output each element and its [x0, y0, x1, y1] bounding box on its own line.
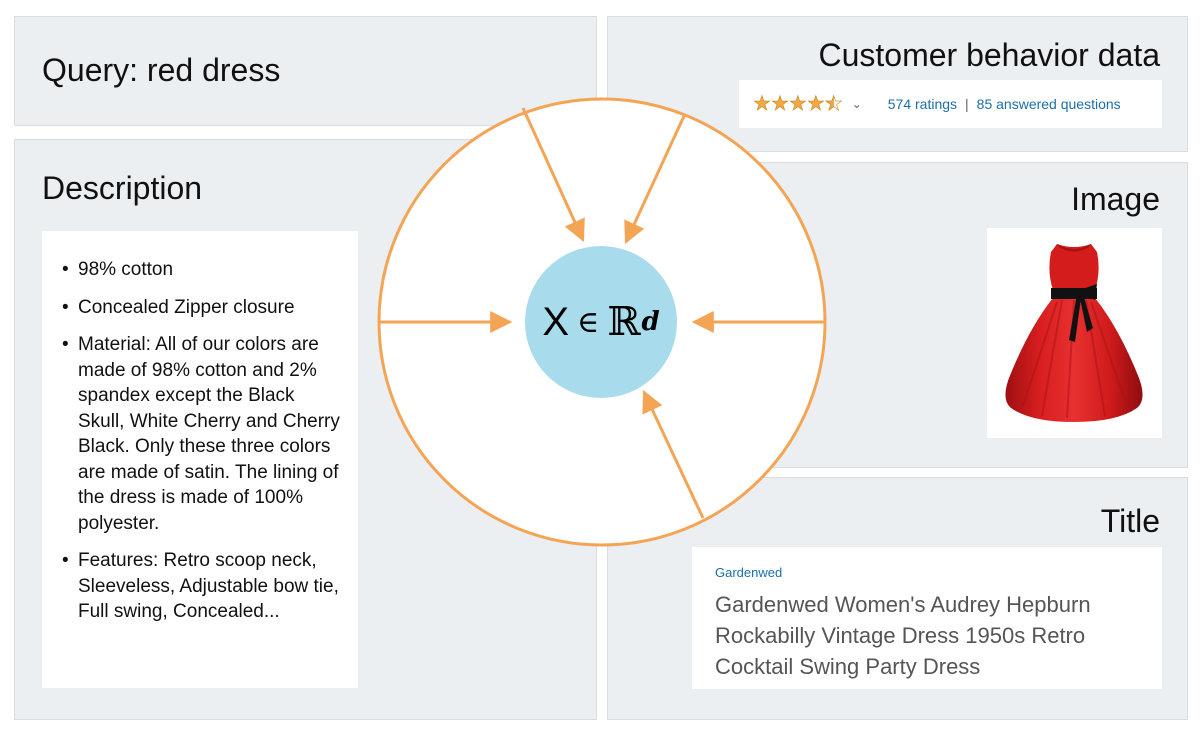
title-heading: Title	[1100, 503, 1160, 539]
query-title: Query: red dress	[42, 52, 281, 88]
arrow-title	[642, 390, 705, 519]
rating-box: ★ ★ ★ ★ ★★ ⌄ 574 ratings | 85 answered q…	[739, 80, 1162, 128]
query-panel: Query: red dress	[14, 16, 597, 126]
chevron-down-icon[interactable]: ⌄	[851, 97, 862, 111]
behavior-panel: Customer behavior data ★ ★ ★ ★ ★★ ⌄ 574 …	[607, 16, 1188, 152]
title-box: Gardenwed Gardenwed Women's Audrey Hepbu…	[692, 547, 1162, 689]
symbol-real: ℝ	[607, 299, 641, 345]
star-icon: ★	[806, 93, 826, 115]
description-item: Concealed Zipper closure	[62, 295, 340, 321]
brand-link[interactable]: Gardenwed	[715, 565, 783, 580]
star-icon: ★	[788, 93, 808, 115]
product-title: Gardenwed Women's Audrey Hepburn Rockabi…	[715, 592, 1091, 679]
description-list: 98% cotton Concealed Zipper closure Mate…	[62, 257, 340, 625]
star-icon: ★	[753, 93, 772, 115]
description-item: Features: Retro scoop neck, Sleeveless, …	[62, 548, 340, 625]
ratings-link[interactable]: 574 ratings	[887, 96, 958, 112]
description-box: 98% cotton Concealed Zipper closure Mate…	[42, 231, 358, 688]
star-rating[interactable]: ★ ★ ★ ★ ★★ ⌄	[753, 93, 862, 115]
separator: |	[965, 96, 969, 112]
embedding-node	[525, 246, 677, 398]
description-item: Material: All of our colors are made of …	[62, 332, 340, 536]
embedding-label: X ∈ ℝ d	[525, 287, 677, 357]
questions-link[interactable]: 85 answered questions	[976, 96, 1121, 112]
description-item: 98% cotton	[62, 257, 340, 283]
symbol-in: ∈	[577, 304, 600, 340]
star-icon: ★	[770, 93, 790, 115]
image-title: Image	[1071, 181, 1160, 217]
symbol-x: X	[542, 299, 570, 344]
symbol-d: d	[641, 307, 660, 337]
arrow-behavior	[624, 115, 686, 244]
half-star-icon: ★★	[824, 93, 843, 115]
arrow-query	[521, 107, 585, 243]
product-image[interactable]	[987, 228, 1162, 438]
red-dress-icon	[1005, 244, 1143, 422]
behavior-title: Customer behavior data	[818, 37, 1160, 73]
description-title: Description	[42, 170, 203, 206]
